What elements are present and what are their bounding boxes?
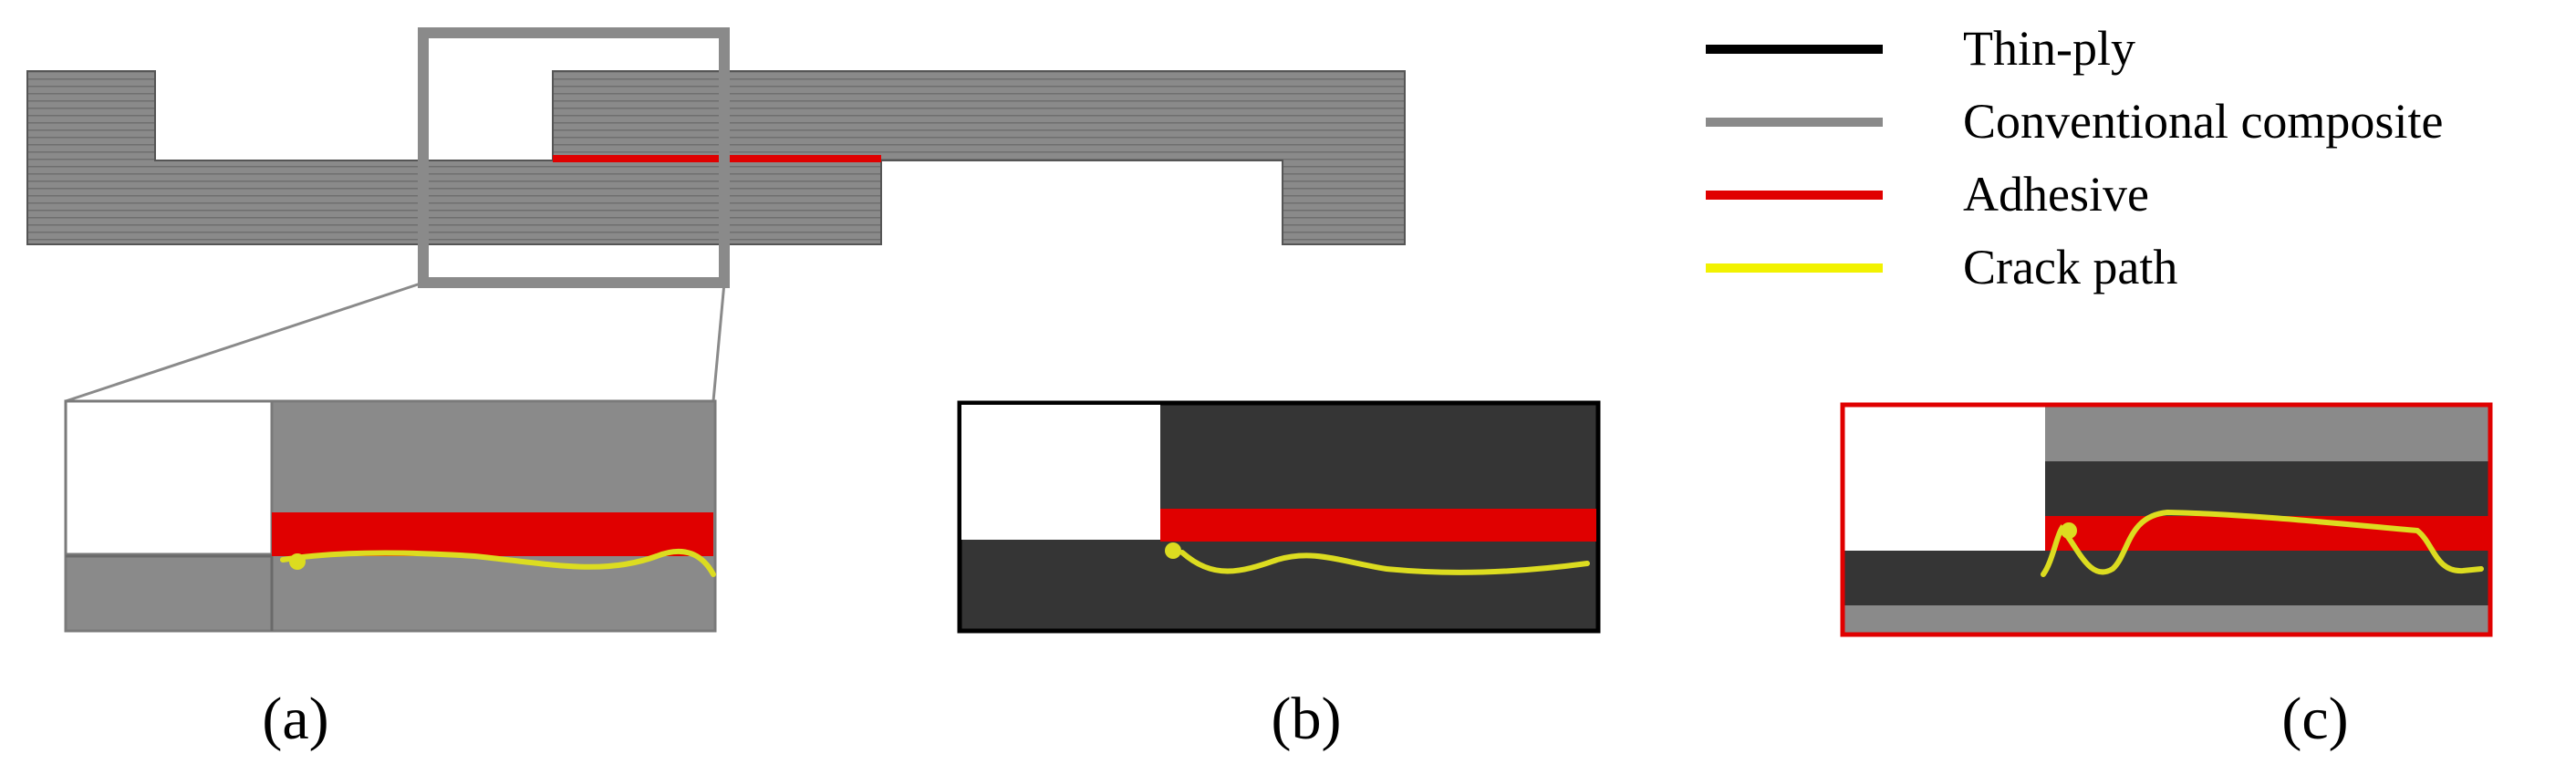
legend-label-thin-ply: Thin-ply <box>1963 21 2135 76</box>
panel-b-crack-origin <box>1165 542 1181 559</box>
adhesive-layer <box>553 155 881 162</box>
panel-b-crack-path <box>1179 550 1590 575</box>
panel-c-void <box>1843 405 2045 551</box>
panel-c-detail <box>1840 402 2493 637</box>
panel-a-adhesive <box>272 512 713 556</box>
panel-c-adhesive <box>2045 516 2490 551</box>
panel-b-void <box>961 405 1160 540</box>
panel-label-b: (b) <box>1272 686 1342 752</box>
legend-label-adhesive: Adhesive <box>1963 167 2149 222</box>
legend-label-crack-path: Crack path <box>1963 240 2177 294</box>
panel-c-crack-origin <box>2061 522 2077 539</box>
panel-c-border <box>1840 402 2493 637</box>
panel-label-a: (a) <box>262 686 328 752</box>
panel-a-void <box>64 399 274 556</box>
legend: Thin-ply Conventional composite Adhesive… <box>1706 21 2443 294</box>
legend-item-conventional-composite: Conventional composite <box>1706 94 2443 149</box>
zoom-line-left <box>65 281 424 403</box>
panel-a-detail <box>64 399 717 633</box>
joint-overview <box>26 27 1406 403</box>
panel-c-lower-conventional <box>1843 605 2490 635</box>
legend-item-crack-path: Crack path <box>1706 240 2177 294</box>
panel-c-upper-conventional <box>2045 405 2490 461</box>
panel-b-detail <box>957 400 1601 634</box>
panel-a-crack-origin <box>289 553 306 570</box>
panel-a-crack-path <box>280 548 716 577</box>
legend-item-adhesive: Adhesive <box>1706 167 2149 222</box>
legend-item-thin-ply: Thin-ply <box>1706 21 2135 76</box>
panel-b-adhesive <box>1160 509 1596 542</box>
panel-label-c: (c) <box>2281 686 2348 752</box>
legend-label-conventional-composite: Conventional composite <box>1963 94 2443 149</box>
zoom-frame <box>418 27 730 288</box>
zoom-line-right <box>712 282 726 402</box>
